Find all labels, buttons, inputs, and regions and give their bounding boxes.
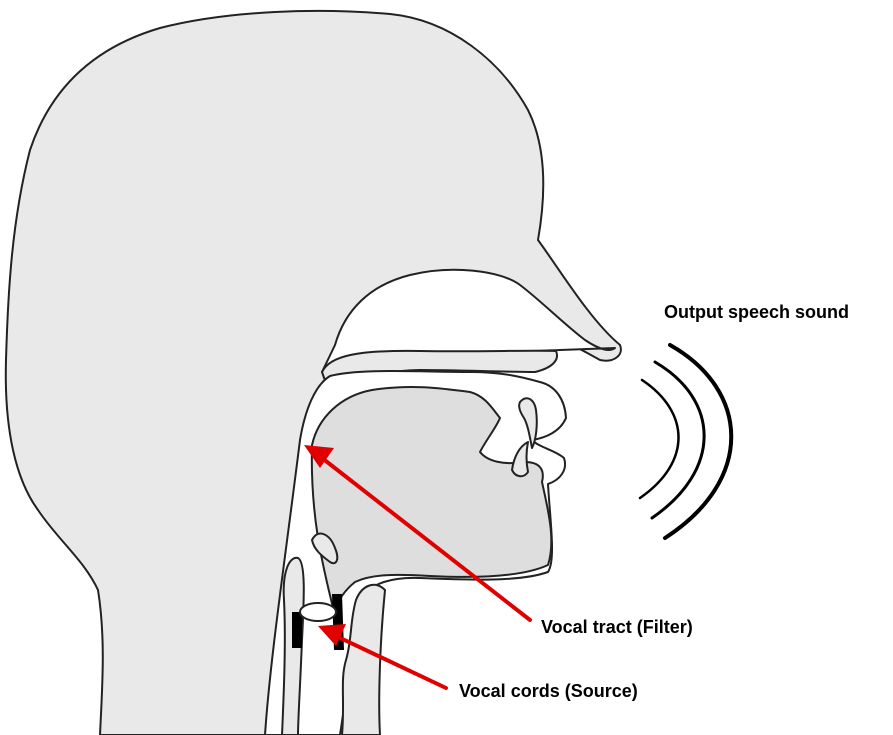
sound-waves-icon <box>640 345 731 538</box>
glottis <box>300 603 336 621</box>
vocal-cord-left <box>292 612 302 648</box>
vocal-tract-label: Vocal tract (Filter) <box>541 617 693 637</box>
output-speech-label: Output speech sound <box>664 302 849 322</box>
vocal-cords-label: Vocal cords (Source) <box>459 681 638 701</box>
